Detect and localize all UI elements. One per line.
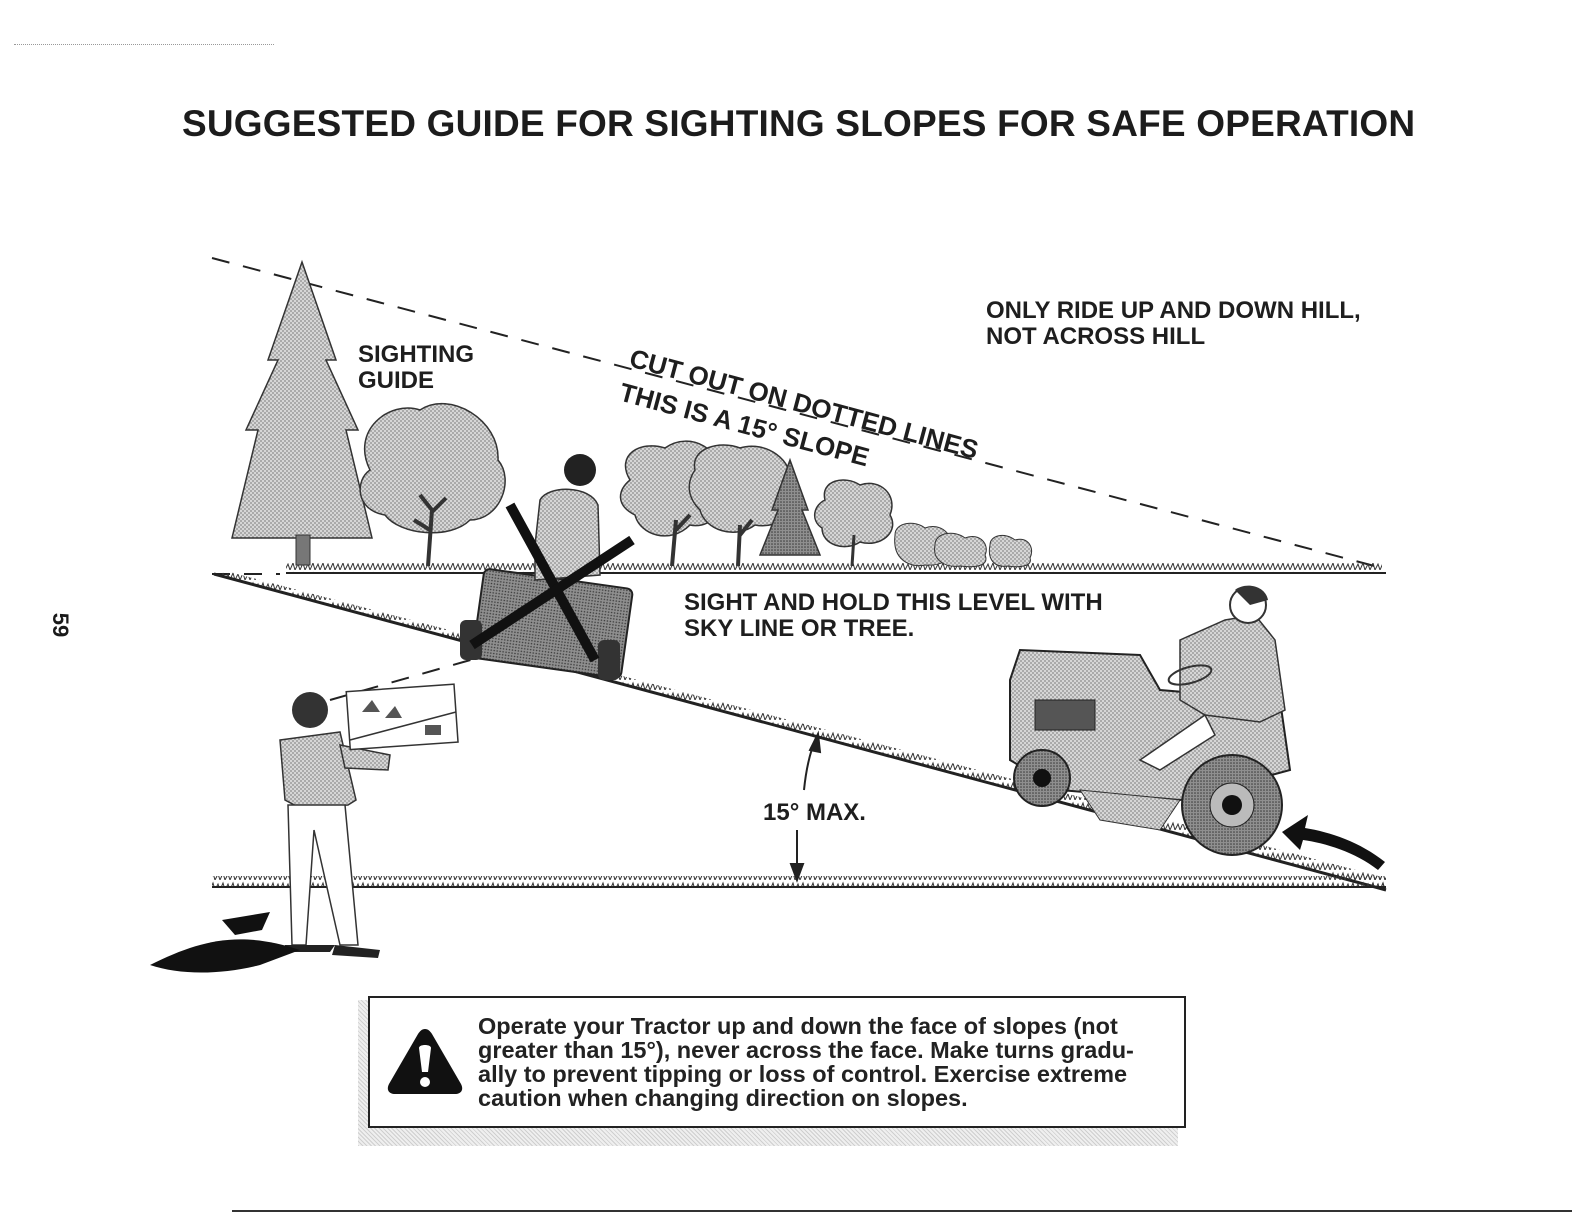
sight-hold-line-1: SIGHT AND HOLD THIS LEVEL WITH [684, 589, 1103, 616]
sighting-guide-label: SIGHTING GUIDE [358, 342, 474, 394]
bottom-rule [232, 1210, 1572, 1212]
round-tree-icon [359, 403, 506, 567]
sight-hold-label: SIGHT AND HOLD THIS LEVEL WITH SKY LINE … [684, 590, 1103, 642]
tractor-up-hill-icon [1009, 585, 1292, 856]
horizon-ground [286, 563, 1386, 574]
sighting-label-line-1: SIGHTING [358, 341, 475, 368]
warning-box: Operate your Tractor up and down the fac… [368, 996, 1186, 1128]
person-with-guide-icon [150, 683, 459, 973]
angle-indicator [789, 730, 822, 883]
direction-arrow-icon [1282, 815, 1385, 870]
warning-line-4: caution when changing direction on slope… [478, 1085, 968, 1111]
ride-label-line-1: ONLY RIDE UP AND DOWN HILL, [986, 297, 1361, 324]
ride-direction-label: ONLY RIDE UP AND DOWN HILL, NOT ACROSS H… [986, 298, 1361, 350]
max-angle-label: 15° MAX. [763, 799, 866, 826]
warning-triangle-icon [387, 1029, 463, 1094]
page-title: SUGGESTED GUIDE FOR SIGHTING SLOPES FOR … [182, 103, 1416, 144]
sight-hold-line-2: SKY LINE OR TREE. [684, 615, 915, 642]
ride-label-line-2: NOT ACROSS HILL [986, 323, 1206, 350]
warning-line-2: greater than 15°), never across the face… [478, 1037, 1134, 1063]
warning-line-3: ally to prevent tipping or loss of contr… [478, 1061, 1128, 1087]
background-trees [619, 440, 1033, 568]
base-ground [212, 876, 1386, 888]
sighting-label-line-2: GUIDE [358, 367, 435, 394]
scan-specks [14, 44, 274, 47]
pine-tree-icon [231, 259, 373, 566]
tractor-across-hill-icon [460, 454, 635, 680]
warning-line-1: Operate your Tractor up and down the fac… [478, 1013, 1118, 1039]
warning-text: Operate your Tractor up and down the fac… [478, 1014, 1178, 1110]
